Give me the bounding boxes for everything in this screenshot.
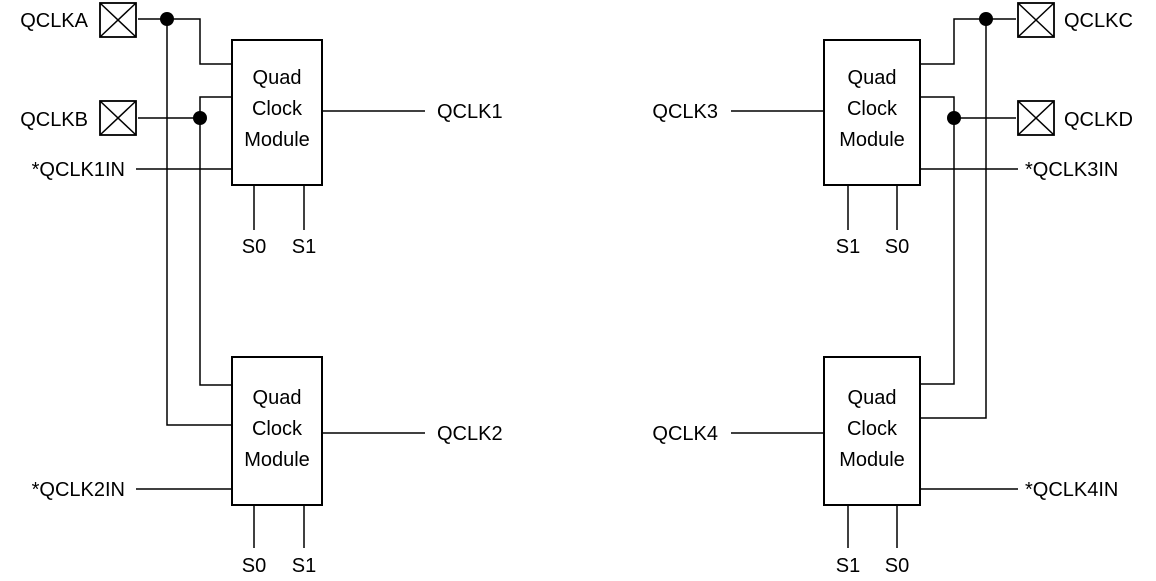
quad-clock-module-2: Quad Clock Module bbox=[231, 356, 323, 506]
module-3-line-1: Quad bbox=[848, 67, 897, 89]
label-qclk3: QCLK3 bbox=[652, 101, 718, 123]
wire-qclkc-to-module3 bbox=[920, 18, 1016, 65]
label-qclk4in: *QCLK4IN bbox=[1025, 479, 1118, 501]
junction-dot-qclkc bbox=[979, 12, 993, 26]
module-2-line-2: Clock bbox=[252, 418, 303, 440]
module-3-line-3: Module bbox=[839, 129, 905, 151]
module-1-line-2: Clock bbox=[252, 98, 303, 120]
label-m4-s1: S1 bbox=[836, 555, 860, 577]
label-qclk3in: *QCLK3IN bbox=[1025, 159, 1118, 181]
quad-clock-module-4: Quad Clock Module bbox=[823, 356, 921, 506]
module-4-line-1: Quad bbox=[848, 387, 897, 409]
module-4-line-2: Clock bbox=[847, 418, 898, 440]
pad-qclkd bbox=[1017, 100, 1055, 136]
left-wiring bbox=[136, 12, 425, 548]
wire-qclka-to-module2 bbox=[166, 19, 232, 426]
wire-qclkd-to-module3 bbox=[920, 96, 1016, 119]
wire-qclkb-to-module2 bbox=[199, 118, 232, 386]
quad-clock-module-3: Quad Clock Module bbox=[823, 39, 921, 186]
label-qclkd: QCLKD bbox=[1064, 109, 1133, 131]
junction-dot-qclka bbox=[160, 12, 174, 26]
quad-clock-module-1: Quad Clock Module bbox=[231, 39, 323, 186]
label-qclk2: QCLK2 bbox=[437, 423, 503, 445]
junction-dot-qclkd bbox=[947, 111, 961, 125]
pad-qclkc bbox=[1017, 2, 1055, 38]
pad-qclkb bbox=[99, 100, 137, 136]
label-m1-s1: S1 bbox=[292, 236, 316, 258]
label-m4-s0: S0 bbox=[885, 555, 909, 577]
label-m2-s0: S0 bbox=[242, 555, 266, 577]
module-1-line-3: Module bbox=[244, 129, 310, 151]
wire-qclkd-to-module4 bbox=[920, 118, 955, 385]
label-m3-s0: S0 bbox=[885, 236, 909, 258]
label-qclk2in: *QCLK2IN bbox=[32, 479, 125, 501]
module-4-line-3: Module bbox=[839, 449, 905, 471]
junction-dot-qclkb bbox=[193, 111, 207, 125]
pad-qclka bbox=[99, 2, 137, 38]
wire-qclkb-to-module1 bbox=[138, 96, 232, 119]
wire-qclkc-to-module4 bbox=[920, 19, 987, 419]
label-qclk1: QCLK1 bbox=[437, 101, 503, 123]
module-2-line-1: Quad bbox=[253, 387, 302, 409]
label-m1-s0: S0 bbox=[242, 236, 266, 258]
label-m3-s1: S1 bbox=[836, 236, 860, 258]
label-qclkb: QCLKB bbox=[20, 109, 88, 131]
label-qclk1in: *QCLK1IN bbox=[32, 159, 125, 181]
wire-qclka-to-module1 bbox=[138, 18, 232, 65]
label-qclkc: QCLKC bbox=[1064, 10, 1133, 32]
module-2-line-3: Module bbox=[244, 449, 310, 471]
right-wiring bbox=[731, 12, 1018, 548]
module-3-line-2: Clock bbox=[847, 98, 898, 120]
label-qclka: QCLKA bbox=[20, 10, 88, 32]
label-m2-s1: S1 bbox=[292, 555, 316, 577]
module-1-line-1: Quad bbox=[253, 67, 302, 89]
label-qclk4: QCLK4 bbox=[652, 423, 718, 445]
